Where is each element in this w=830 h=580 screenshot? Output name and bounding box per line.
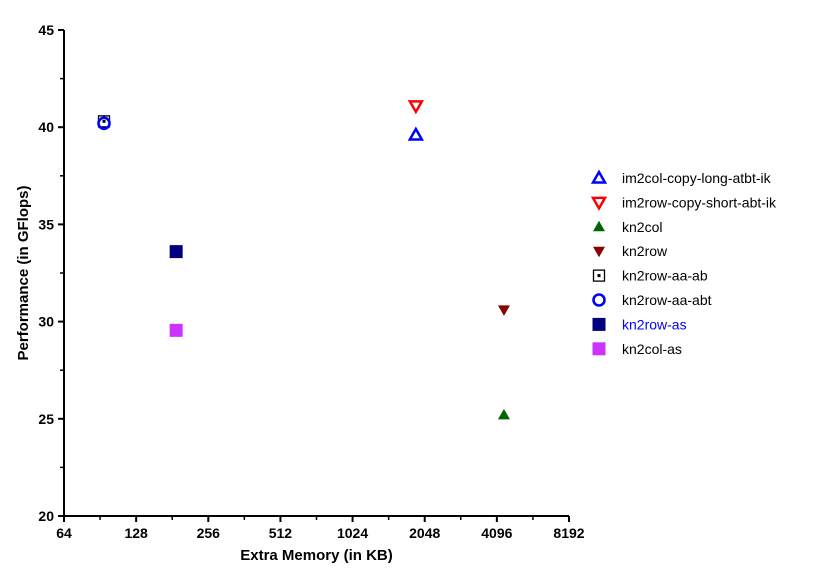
x-tick-label: 128 [124, 525, 148, 541]
legend-marker [592, 293, 606, 307]
data-point-kn2row-as [169, 245, 183, 259]
data-point-kn2row-aa-abt [97, 116, 111, 131]
legend-marker [592, 317, 606, 331]
legend-item: im2col-copy-long-atbt-ik [590, 169, 772, 186]
y-axis-title: Performance (in GFlops) [15, 185, 32, 360]
data-point-kn2col-as [169, 323, 183, 337]
axes [63, 30, 569, 517]
legend-label: kn2row [622, 243, 668, 259]
data-point-kn2col [497, 408, 510, 420]
x-tick-label: 8192 [553, 525, 584, 541]
legend: im2col-copy-long-atbt-ik im2row-copy-shor… [590, 169, 777, 357]
marker-dot [102, 119, 106, 123]
legend-label: im2row-copy-short-abt-ik [622, 194, 777, 210]
legend-label: kn2row-aa-ab [622, 268, 708, 284]
data-points [97, 100, 510, 420]
x-tick-label: 512 [269, 525, 293, 541]
legend-item: im2row-copy-short-abt-ik [590, 194, 777, 211]
data-point-im2col-copy-long-atbt-ik [407, 126, 425, 141]
y-tick-label: 45 [38, 22, 54, 38]
legend-label: im2col-copy-long-atbt-ik [622, 170, 772, 186]
legend-label: kn2row-as [622, 316, 687, 332]
x-tick-label: 2048 [409, 525, 440, 541]
y-tick-label: 30 [38, 314, 54, 330]
data-point-im2row-copy-short-abt-ik [407, 100, 425, 115]
x-tick-label: 4096 [481, 525, 512, 541]
legend-label: kn2col-as [622, 341, 682, 357]
x-tick-label: 64 [56, 525, 72, 541]
legend-item: kn2row-aa-ab [592, 268, 708, 284]
y-tick-label: 40 [38, 119, 54, 135]
x-axis-title: Extra Memory (in KB) [240, 547, 393, 564]
legend-marker [593, 246, 605, 258]
x-tick-label: 256 [197, 525, 221, 541]
legend-item: kn2row-as [592, 316, 687, 332]
legend-item: kn2col-as [592, 341, 682, 357]
y-tick-label: 35 [38, 216, 54, 232]
legend-label: kn2row-aa-abt [622, 292, 712, 308]
data-point-kn2row [497, 305, 510, 316]
legend-item: kn2col [593, 219, 662, 235]
legend-marker [593, 220, 605, 232]
legend-item: kn2row [593, 243, 668, 259]
legend-marker [592, 269, 606, 282]
y-tick-label: 25 [38, 411, 54, 427]
y-tick-label: 20 [38, 508, 54, 524]
legend-item: kn2row-aa-abt [592, 292, 712, 308]
x-tick-label: 1024 [337, 525, 368, 541]
marker-dot [597, 274, 601, 278]
legend-label: kn2col [622, 219, 662, 235]
ticks: 64 128 256 512 1024 2048 4096 8192 20 25 30 35 40 45 [38, 22, 584, 541]
legend-marker [592, 342, 606, 356]
legend-marker [590, 169, 608, 184]
marker-square [592, 269, 606, 282]
legend-marker [590, 196, 608, 211]
